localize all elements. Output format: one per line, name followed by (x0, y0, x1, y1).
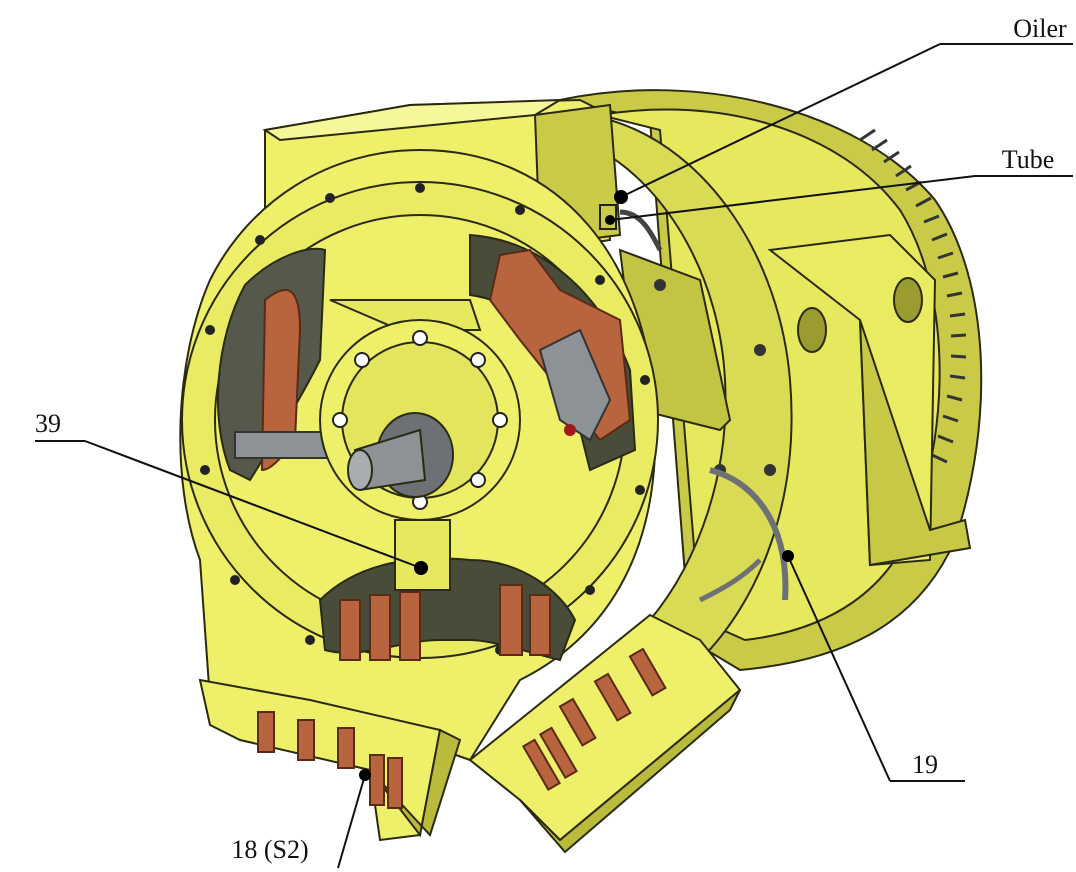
shield-bolts (200, 183, 650, 655)
bearing-hub (319, 299, 521, 591)
callout-oiler: Oiler (614, 14, 1073, 204)
callout-39: 39 (35, 409, 428, 575)
label-19: 19 (912, 750, 938, 779)
label-tube: Tube (1002, 145, 1055, 174)
callout-18-s2: 18 (S2) (231, 769, 371, 869)
callout-tube: Tube (605, 145, 1073, 225)
bottom-terminal-left (198, 678, 462, 842)
cooling-fins (859, 128, 967, 464)
label-oiler: Oiler (1013, 14, 1067, 43)
bottom-terminal-right (468, 613, 742, 854)
interior-windows (217, 233, 637, 662)
label-39: 39 (35, 409, 61, 438)
callout-19: 19 (782, 550, 965, 782)
label-18-s2: 18 (S2) (231, 835, 308, 864)
